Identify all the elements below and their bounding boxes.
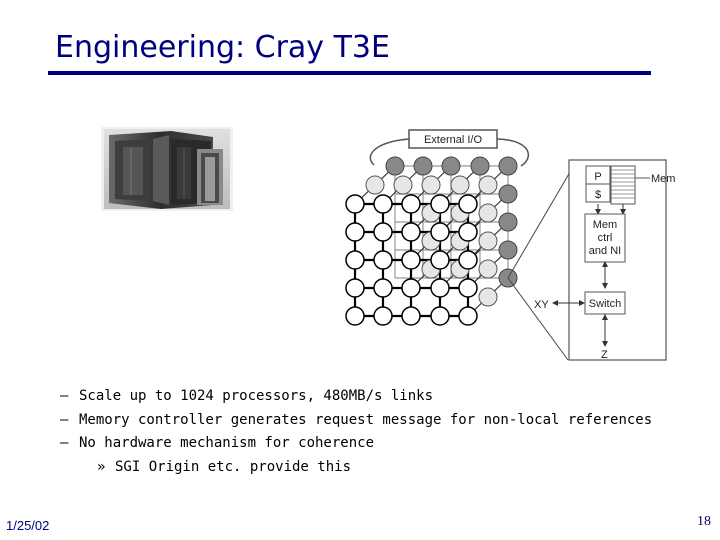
title-underline [48,71,651,75]
sub-bullet-mark: » [97,456,105,480]
bullet-list: – Scale up to 1024 processors, 480MB/s l… [60,385,700,479]
bullet-item: – Scale up to 1024 processors, 480MB/s l… [60,385,700,409]
footer-date: 1/25/02 [6,518,49,533]
cray-t3e-photo [101,127,233,211]
bullet-item: – No hardware mechanism for coherence [60,432,700,456]
bullet-item: – Memory controller generates request me… [60,409,700,433]
mem-ctrl-line3: and NI [589,245,621,257]
switch-label: Switch [589,298,621,310]
bullet-dash: – [60,409,68,433]
external-io-label: External I/O [424,134,483,146]
cache-label: $ [595,189,601,201]
sub-bullet-text: SGI Origin etc. provide this [115,456,351,480]
xy-label: XY [534,299,549,311]
bullet-text: No hardware mechanism for coherence [79,432,374,456]
page-number: 18 [697,514,711,530]
processor-label: P [594,171,601,183]
bullet-dash: – [60,385,68,409]
mem-ctrl-line1: Mem [593,219,617,231]
bullet-dash: – [60,432,68,456]
sub-bullet-item: » SGI Origin etc. provide this [60,456,700,480]
mem-label: Mem [651,173,675,185]
z-label: Z [601,349,608,361]
bullet-text: Memory controller generates request mess… [79,409,652,433]
t3e-network-diagram: External I/O [338,128,680,362]
slide-title: Engineering: Cray T3E [55,30,390,65]
bullet-text: Scale up to 1024 processors, 480MB/s lin… [79,385,433,409]
mem-ctrl-line2: ctrl [598,232,613,244]
